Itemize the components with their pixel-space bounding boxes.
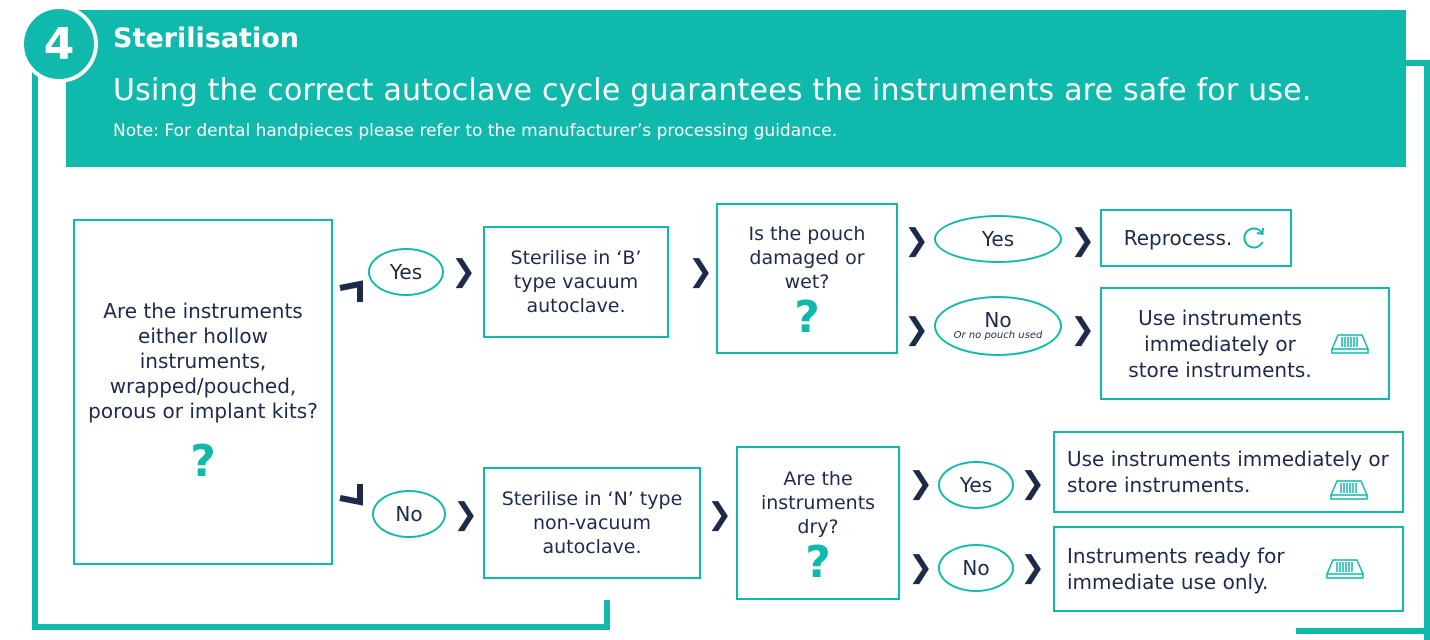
chevron-right-icon: ❯ (1070, 223, 1096, 258)
chevron-right-icon: ❯ (904, 223, 930, 258)
chevron-right-icon: ❯ (1070, 312, 1096, 347)
pouch-no-pill: No Or no pouch used (934, 296, 1062, 356)
start-question-box: Are the instruments either hollow instru… (73, 219, 333, 565)
answer-yes-label: Yes (389, 260, 423, 284)
answer-yes-pill: Yes (368, 248, 444, 296)
frame-bottom-stub (604, 600, 610, 630)
connector-down-arrow (339, 484, 363, 506)
dry-question-box: Are the instruments dry? ? (736, 446, 900, 600)
start-question-text: Are the instruments either hollow instru… (88, 298, 318, 423)
chevron-right-icon: ❯ (904, 312, 930, 347)
dry-yes-label: Yes (959, 473, 993, 497)
start-question-mark: ? (190, 435, 216, 487)
dry-no-label: No (962, 556, 990, 580)
chevron-right-icon: ❯ (453, 497, 479, 532)
immediate-use-box: Instruments ready for immediate use only… (1053, 526, 1404, 612)
step-number-badge: 4 (20, 5, 98, 83)
reprocess-box: Reprocess. (1100, 209, 1292, 267)
section-subtitle: Using the correct autoclave cycle guaran… (113, 73, 1312, 108)
use-or-store-text-1: Use instruments immediately or store ins… (1128, 305, 1312, 382)
frame-top-right-line (1400, 60, 1430, 66)
chevron-right-icon: ❯ (908, 466, 934, 501)
dry-no-pill: No (938, 544, 1014, 592)
frame-right-line (1424, 60, 1430, 640)
pouch-no-note: Or no pouch used (953, 330, 1043, 341)
section-title: Sterilisation (113, 23, 299, 54)
dry-question-mark: ? (805, 537, 831, 588)
chevron-right-icon: ❯ (707, 497, 733, 532)
chevron-right-icon: ❯ (688, 254, 714, 289)
dry-question-text: Are the instruments dry? (760, 468, 876, 538)
reprocess-text: Reprocess. (1123, 226, 1233, 250)
frame-bottom-right-line (1296, 628, 1430, 634)
frame-left-line (32, 40, 38, 630)
n-type-autoclave-box: Sterilise in ‘N’ type non-vacuum autocla… (483, 467, 701, 579)
chevron-right-icon: ❯ (451, 254, 477, 289)
chevron-right-icon: ❯ (1020, 466, 1046, 501)
pouch-question-mark: ? (794, 291, 820, 343)
use-or-store-text-2: Use instruments immediately or store ins… (1067, 447, 1389, 497)
immediate-use-text: Instruments ready for immediate use only… (1067, 544, 1285, 594)
instrument-tray-icon (1329, 480, 1369, 500)
instrument-tray-icon (1325, 559, 1365, 579)
b-type-autoclave-box: Sterilise in ‘B’ type vacuum autoclave. (483, 226, 669, 338)
section-note: Note: For dental handpieces please refer… (113, 121, 838, 141)
answer-no-pill: No (372, 490, 446, 538)
pouch-no-label: No (984, 308, 1012, 332)
instrument-tray-icon (1330, 333, 1370, 354)
chevron-right-icon: ❯ (908, 550, 934, 585)
pouch-yes-label: Yes (981, 227, 1015, 251)
dry-yes-pill: Yes (938, 461, 1014, 509)
pouch-question-text: Is the pouch damaged or wet? (748, 222, 866, 293)
connector-up-arrow (339, 280, 363, 302)
pouch-question-box: Is the pouch damaged or wet? ? (716, 203, 898, 354)
chevron-right-icon: ❯ (1020, 550, 1046, 585)
pouch-yes-pill: Yes (934, 215, 1062, 263)
frame-bottom-line-left (32, 624, 610, 630)
refresh-icon (1243, 227, 1265, 249)
use-or-store-box-2: Use instruments immediately or store ins… (1053, 431, 1404, 513)
use-or-store-box-1: Use instruments immediately or store ins… (1100, 287, 1390, 400)
n-type-autoclave-text: Sterilise in ‘N’ type non-vacuum autocla… (501, 488, 683, 558)
b-type-autoclave-text: Sterilise in ‘B’ type vacuum autoclave. (510, 247, 642, 317)
answer-no-label: No (395, 502, 423, 526)
header-band (66, 10, 1406, 167)
